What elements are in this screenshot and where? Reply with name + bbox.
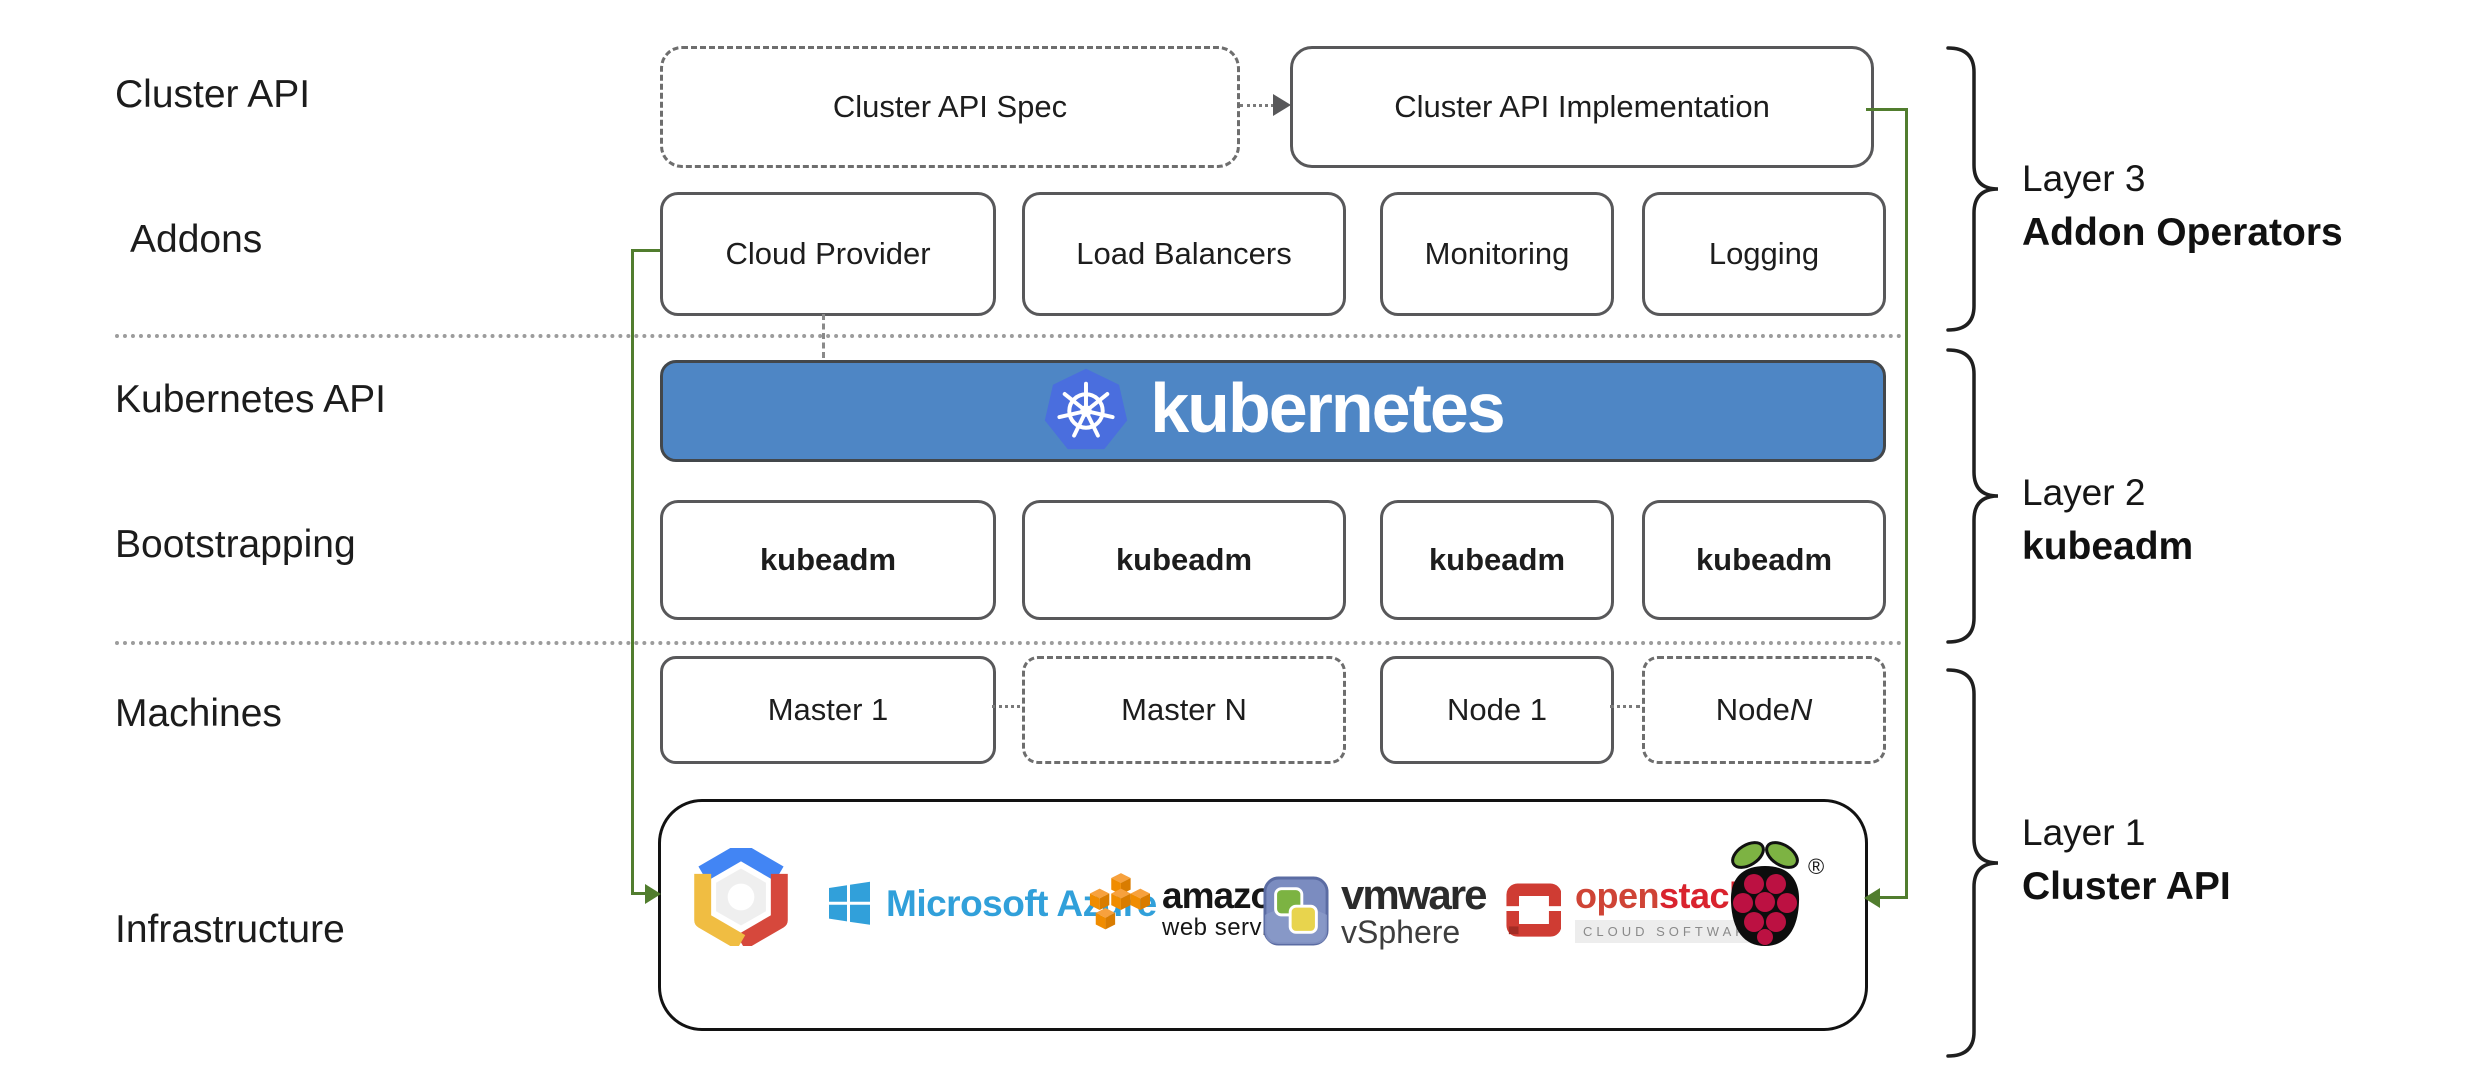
machine-box-node-n-label: Node bbox=[1715, 692, 1790, 727]
spec-to-impl-connector bbox=[1240, 104, 1274, 107]
node1-to-noden-connector bbox=[1610, 705, 1640, 708]
row-label-machines: Machines bbox=[115, 692, 282, 735]
addon-box-load-balancers: Load Balancers bbox=[1022, 192, 1346, 316]
vmware-wordmark-main: vmware bbox=[1341, 871, 1487, 918]
windows-flag-icon bbox=[829, 881, 870, 925]
raspberry-icon bbox=[1730, 841, 1800, 946]
openstack-cloud-software-tagline: CLOUD SOFTWARE bbox=[1575, 920, 1770, 943]
google-cloud-hexagon-icon bbox=[694, 848, 788, 946]
master1-to-mastern-connector bbox=[992, 705, 1020, 708]
cluster-api-implementation-box: Cluster API Implementation bbox=[1290, 46, 1874, 168]
kubernetes-helm-icon bbox=[1045, 368, 1128, 450]
addon-box-monitoring: Monitoring bbox=[1380, 192, 1614, 316]
cluster-api-spec-box: Cluster API Spec bbox=[660, 46, 1240, 168]
row-label-kubernetes-api: Kubernetes API bbox=[115, 378, 387, 421]
divider-bootstrapping-machines bbox=[115, 641, 1903, 645]
vmware-vsphere-logo: vmware vSphere bbox=[1263, 871, 1487, 950]
kubeadm-box-2: kubeadm bbox=[1022, 500, 1346, 620]
layer-3-subtitle: Addon Operators bbox=[2022, 211, 2343, 254]
infrastructure-box bbox=[658, 799, 1868, 1031]
layer-3-title: Layer 3 bbox=[2022, 158, 2146, 199]
machine-box-master-1: Master 1 bbox=[660, 656, 996, 764]
vsphere-tile-icon bbox=[1263, 876, 1329, 946]
layer-2-brace bbox=[1946, 348, 1999, 644]
green-arrowhead-into-infra-right-icon bbox=[1864, 888, 1880, 908]
openstack-brick-icon bbox=[1505, 882, 1561, 937]
vmware-wordmark: vmware vSphere bbox=[1341, 871, 1487, 950]
row-label-bootstrapping: Bootstrapping bbox=[115, 523, 356, 566]
kubernetes-wordmark: kubernetes bbox=[1150, 369, 1505, 447]
kubeadm-box-3: kubeadm bbox=[1380, 500, 1614, 620]
spec-to-impl-arrowhead-icon bbox=[1273, 94, 1291, 116]
layer-1-subtitle: Cluster API bbox=[2022, 865, 2231, 908]
divider-addons-kubernetes bbox=[115, 334, 1903, 338]
layer-1-brace bbox=[1946, 668, 1999, 1058]
openstack-wordmark-open: open bbox=[1575, 875, 1660, 916]
row-label-addons: Addons bbox=[130, 218, 263, 261]
green-line-right-bottom bbox=[1880, 896, 1908, 899]
cloud-provider-to-kubernetes-connector bbox=[822, 314, 825, 358]
raspberry-pi-registered-mark: ® bbox=[1808, 854, 1825, 879]
machine-box-node-n-suffix: N bbox=[1789, 692, 1813, 727]
green-line-left-top bbox=[631, 249, 660, 252]
row-label-infrastructure: Infrastructure bbox=[115, 908, 345, 951]
layer-3-label: Layer 3 Addon Operators bbox=[2022, 152, 2343, 260]
addon-box-cloud-provider: Cloud Provider bbox=[660, 192, 996, 316]
layer-2-title: Layer 2 bbox=[2022, 472, 2146, 513]
aws-cubes-icon bbox=[1089, 873, 1150, 930]
kubernetes-banner: kubernetes bbox=[660, 360, 1886, 462]
raspberry-pi-logo: ® bbox=[1716, 838, 1824, 956]
google-cloud-logo bbox=[693, 848, 789, 946]
layer-3-brace bbox=[1946, 46, 1999, 332]
green-arrowhead-into-infra-left-icon bbox=[645, 884, 661, 904]
kubeadm-box-1: kubeadm bbox=[660, 500, 996, 620]
row-label-cluster-api: Cluster API bbox=[115, 73, 311, 116]
machine-box-node-1: Node 1 bbox=[1380, 656, 1614, 764]
machine-box-node-n: Node N bbox=[1642, 656, 1886, 764]
layer-1-label: Layer 1 Cluster API bbox=[2022, 806, 2231, 914]
vmware-wordmark-vsphere: vSphere bbox=[1341, 914, 1461, 950]
addon-box-logging: Logging bbox=[1642, 192, 1886, 316]
kubeadm-box-4: kubeadm bbox=[1642, 500, 1886, 620]
machine-box-master-n: Master N bbox=[1022, 656, 1346, 764]
green-line-left-vertical bbox=[631, 249, 634, 895]
green-line-right-top bbox=[1866, 108, 1908, 111]
green-line-left-bottom bbox=[631, 892, 649, 895]
layer-2-label: Layer 2 kubeadm bbox=[2022, 466, 2193, 574]
layer-2-subtitle: kubeadm bbox=[2022, 525, 2194, 568]
layer-1-title: Layer 1 bbox=[2022, 812, 2146, 853]
green-line-right-vertical bbox=[1905, 108, 1908, 899]
